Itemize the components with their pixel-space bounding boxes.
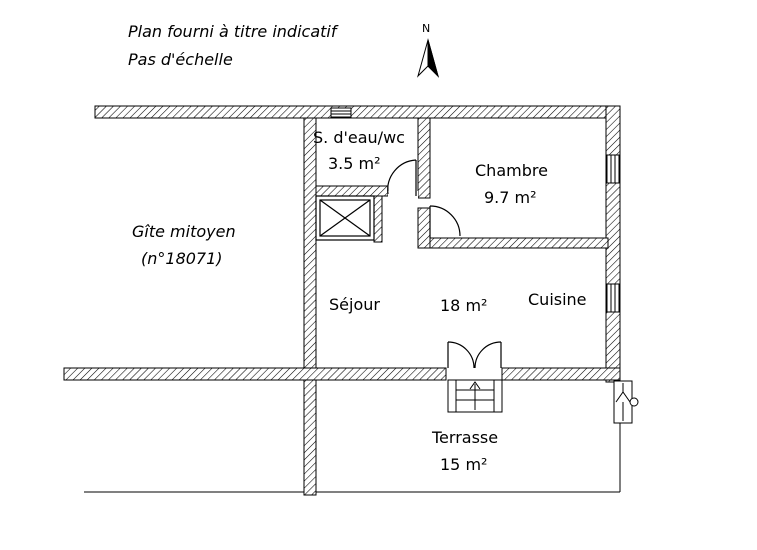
wall-top	[94, 105, 621, 119]
door-salle-eau	[387, 159, 418, 201]
vent	[330, 107, 352, 118]
double-door	[447, 341, 502, 369]
room-terrasse-area: 15 m²	[440, 455, 488, 474]
room-salle-eau-area: 3.5 m²	[328, 154, 381, 173]
cupboard	[315, 195, 375, 241]
steps	[447, 379, 503, 413]
room-salle-eau-name: S. d'eau/wc	[313, 128, 405, 147]
wall-terrasse-right	[501, 367, 621, 381]
north-arrow-icon	[417, 38, 439, 78]
wall-gite	[303, 117, 317, 496]
room-gite-name: Gîte mitoyen	[132, 222, 236, 241]
exterior-fixture-icon	[613, 380, 639, 424]
disclaimer-line1: Plan fourni à titre indicatif	[128, 22, 337, 41]
wall-sde-chambre	[417, 117, 431, 199]
window-cuisine	[606, 283, 620, 313]
wall-cupboard-right	[373, 195, 383, 243]
terrace-outline	[84, 380, 621, 493]
door-chambre	[429, 205, 461, 238]
room-sejour-name: Séjour	[329, 295, 380, 314]
room-main-area: 18 m²	[440, 296, 488, 315]
disclaimer-line2: Pas d'échelle	[128, 50, 233, 69]
window-chambre	[606, 154, 620, 184]
room-chambre-name: Chambre	[475, 161, 548, 180]
room-chambre-area: 9.7 m²	[484, 188, 537, 207]
wall-sde-bottom	[315, 185, 389, 197]
room-gite-ref: (n°18071)	[141, 249, 223, 268]
wall-chambre-bottom	[419, 237, 609, 249]
north-label: N	[422, 22, 431, 35]
wall-chambre-left	[417, 207, 431, 249]
room-terrasse-name: Terrasse	[432, 428, 499, 447]
wall-terrasse-left	[63, 367, 447, 381]
room-cuisine-name: Cuisine	[528, 290, 587, 309]
